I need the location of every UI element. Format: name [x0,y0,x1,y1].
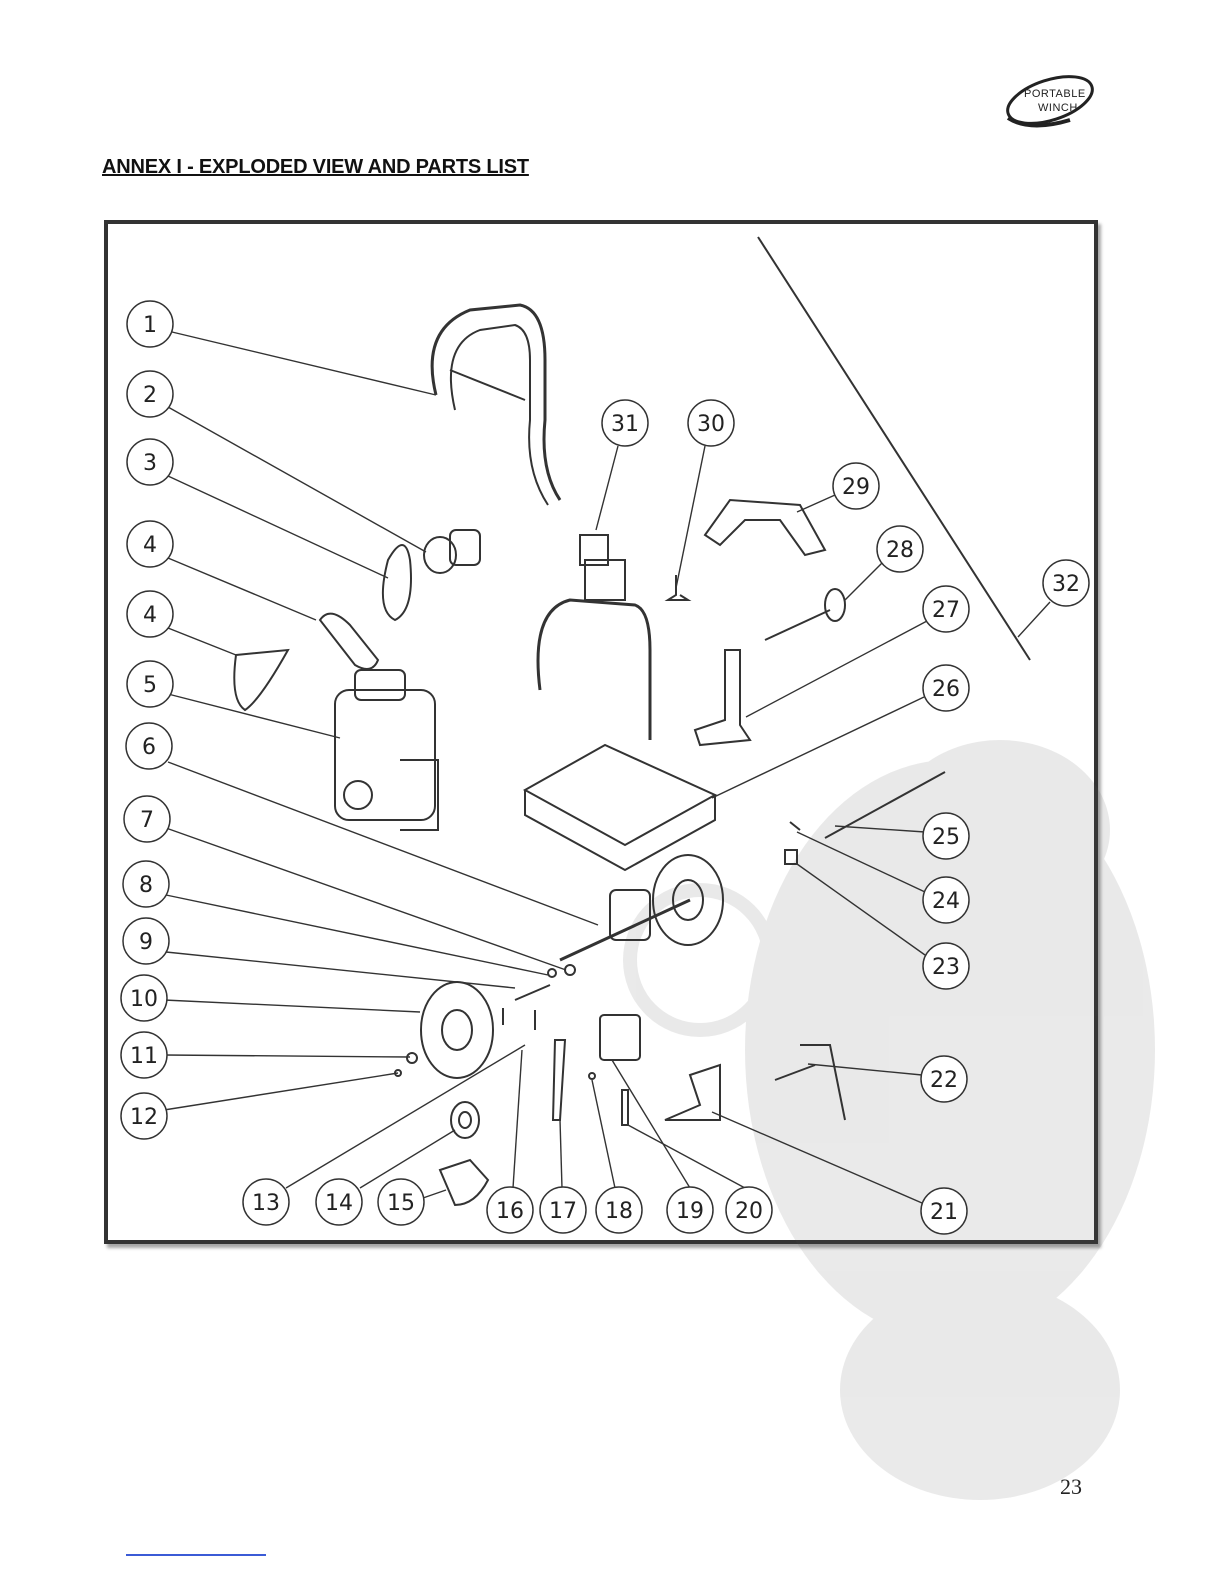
callout-23: 23 [923,943,969,989]
callout-17: 17 [540,1187,586,1233]
callout-label: 12 [130,1105,158,1130]
callout-label: 24 [932,889,960,914]
callout-6: 6 [126,723,172,769]
callout-31: 31 [602,400,648,446]
callout-label: 11 [130,1044,158,1069]
callout-label: 31 [611,412,639,437]
callout-label: 25 [932,825,960,850]
callout-29: 29 [833,463,879,509]
callout-label: 7 [140,808,154,833]
callout-19: 19 [667,1187,713,1233]
callout-16: 16 [487,1187,533,1233]
callout-label: 5 [143,673,157,698]
callout-label: 10 [130,987,158,1012]
callout-label: 6 [142,735,156,760]
callout-18: 18 [596,1187,642,1233]
callout-1: 1 [127,301,173,347]
callout-label: 17 [549,1199,577,1224]
callout-label: 16 [496,1199,524,1224]
callout-24: 24 [923,877,969,923]
callout-26: 26 [923,665,969,711]
footer-link-underline[interactable] [126,1554,266,1556]
callout-4a: 4 [127,521,173,567]
callout-21: 21 [921,1188,967,1234]
callout-label: 13 [252,1191,280,1216]
callout-label: 29 [842,475,870,500]
callout-10: 10 [121,975,167,1021]
callout-7: 7 [124,796,170,842]
callout-label: 18 [605,1199,633,1224]
callout-11: 11 [121,1032,167,1078]
callout-label: 19 [676,1199,704,1224]
callout-label: 8 [139,873,153,898]
callout-label: 4 [143,533,157,558]
callout-label: 32 [1052,572,1080,597]
callout-32: 32 [1043,560,1089,606]
callout-label: 22 [930,1068,958,1093]
callout-label: 4 [143,603,157,628]
callout-label: 28 [886,538,914,563]
callout-4b: 4 [127,591,173,637]
callout-13: 13 [243,1179,289,1225]
callout-label: 15 [387,1191,415,1216]
callout-9: 9 [123,918,169,964]
page-number: 23 [1060,1474,1082,1500]
callout-28: 28 [877,526,923,572]
callout-label: 20 [735,1199,763,1224]
callout-label: 30 [697,412,725,437]
callout-15: 15 [378,1179,424,1225]
callout-label: 9 [139,930,153,955]
callout-2: 2 [127,371,173,417]
callout-30: 30 [688,400,734,446]
callout-12: 12 [121,1093,167,1139]
callout-label: 21 [930,1200,958,1225]
callout-label: 3 [143,451,157,476]
callout-label: 1 [143,313,157,338]
callout-14: 14 [316,1179,362,1225]
callout-label: 14 [325,1191,353,1216]
callout-3: 3 [127,439,173,485]
callout-5: 5 [127,661,173,707]
callout-25: 25 [923,813,969,859]
callout-label: 27 [932,598,960,623]
callout-27: 27 [923,586,969,632]
callout-22: 22 [921,1056,967,1102]
callout-label: 26 [932,677,960,702]
callout-20: 20 [726,1187,772,1233]
callout-label: 2 [143,383,157,408]
callout-8: 8 [123,861,169,907]
callout-label: 23 [932,955,960,980]
